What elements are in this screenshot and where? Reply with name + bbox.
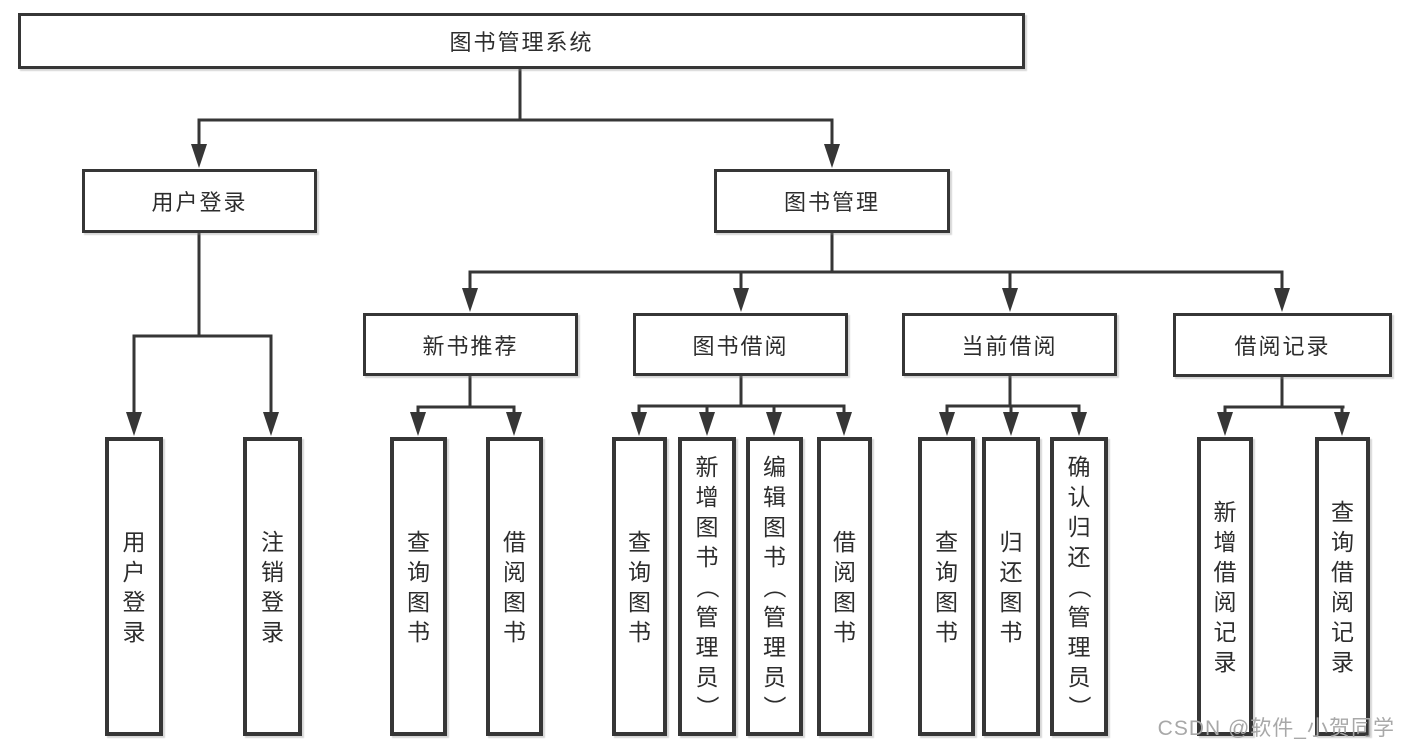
node-current-borrow: 当前借阅 xyxy=(902,313,1117,376)
arrow-down-icon xyxy=(1002,288,1018,312)
leaf-borrow-books: 借阅图书 xyxy=(817,437,872,736)
arrow-down-icon xyxy=(506,412,522,436)
edge-currentborrow-to-leaves xyxy=(945,374,1081,416)
leaf-logout: 注销登录 xyxy=(243,437,302,736)
arrow-down-icon xyxy=(462,288,478,312)
edge-bookborrow-to-leaves xyxy=(637,374,846,416)
arrow-down-icon xyxy=(410,412,426,436)
arrow-down-icon xyxy=(263,412,279,436)
edge-bookmgmt-to-level3 xyxy=(468,231,1284,293)
leaf-user-login: 用户登录 xyxy=(105,437,163,736)
edge-userlogin-to-leaves xyxy=(132,231,273,416)
arrow-down-icon xyxy=(126,412,142,436)
leaf-return-book: 归还图书 xyxy=(982,437,1040,736)
edge-root-to-level2 xyxy=(197,67,834,149)
edge-newbook-to-leaves xyxy=(416,374,516,416)
arrow-down-icon xyxy=(631,412,647,436)
arrow-down-icon xyxy=(1003,412,1019,436)
leaf-edit-book-admin: 编辑图书（管理员） xyxy=(746,437,803,736)
leaf-confirm-return-admin: 确认归还（管理员） xyxy=(1050,437,1108,736)
leaf-query-books-borrow: 查询图书 xyxy=(612,437,667,736)
arrow-down-icon xyxy=(1217,412,1233,436)
arrow-down-icon xyxy=(733,288,749,312)
node-root-library-system: 图书管理系统 xyxy=(18,13,1025,69)
arrow-down-icon xyxy=(1334,412,1350,436)
leaf-query-books-recommend: 查询图书 xyxy=(390,437,447,736)
connector-edges xyxy=(132,67,1345,416)
leaf-query-books-current: 查询图书 xyxy=(918,437,975,736)
leaf-add-borrow-record: 新增借阅记录 xyxy=(1197,437,1253,736)
arrow-down-icon xyxy=(1274,288,1290,312)
node-book-management: 图书管理 xyxy=(714,169,950,233)
arrow-down-icon xyxy=(939,412,955,436)
arrow-down-icon xyxy=(1071,412,1087,436)
edge-borrowrecord-to-leaves xyxy=(1223,375,1345,416)
leaf-borrow-books-recommend: 借阅图书 xyxy=(486,437,543,736)
node-user-login: 用户登录 xyxy=(82,169,317,233)
node-book-borrow: 图书借阅 xyxy=(633,313,848,376)
arrow-down-icon xyxy=(836,412,852,436)
leaf-query-borrow-record: 查询借阅记录 xyxy=(1315,437,1370,736)
watermark: CSDN @软件_小贺同学 xyxy=(1157,717,1395,740)
arrow-down-icon xyxy=(191,144,207,168)
node-new-book-recommend: 新书推荐 xyxy=(363,313,578,376)
arrow-down-icon xyxy=(766,412,782,436)
arrowhead-icons xyxy=(126,144,1350,436)
arrow-down-icon xyxy=(699,412,715,436)
arrow-down-icon xyxy=(824,144,840,168)
leaf-add-book-admin: 新增图书（管理员） xyxy=(678,437,736,736)
node-borrow-records: 借阅记录 xyxy=(1173,313,1392,377)
